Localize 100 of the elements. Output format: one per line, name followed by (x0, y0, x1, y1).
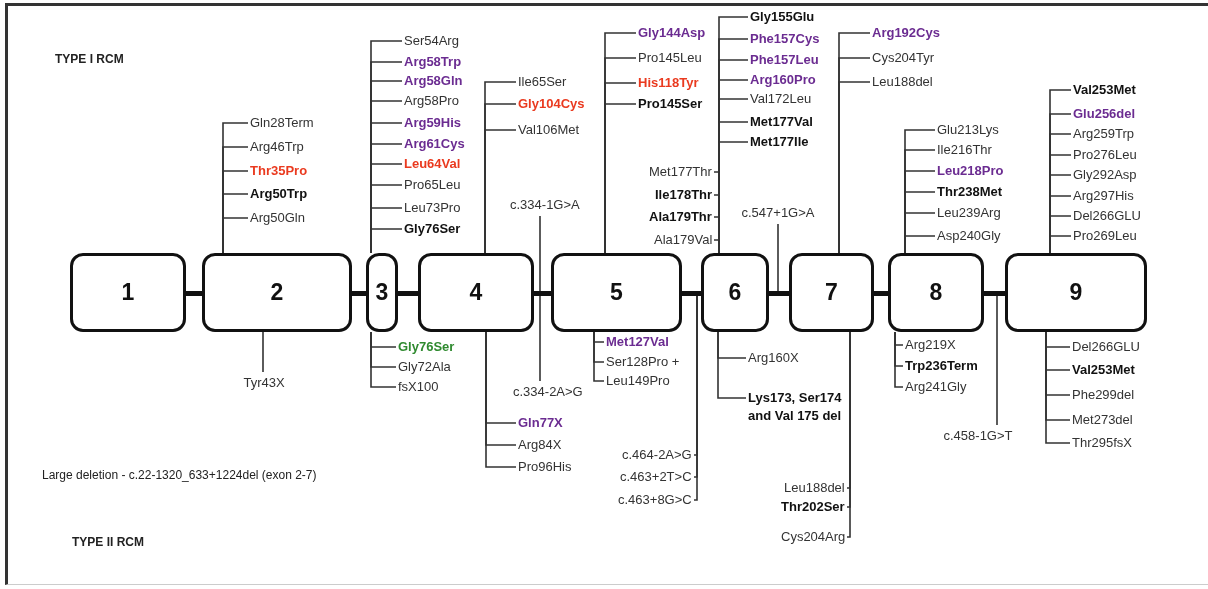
leader-line (1049, 235, 1072, 254)
mutation-label: Met127Val (606, 333, 669, 351)
mutation-label: Pro145Leu (638, 49, 702, 67)
mutation-label: Ile216Thr (937, 141, 992, 159)
mutation-label: Arg84X (518, 436, 562, 454)
mutation-label: c.463+8G>C (618, 491, 692, 509)
mutation-label: Met273del (1072, 411, 1133, 429)
mutation-label: Ile65Ser (518, 73, 567, 91)
mutation-label: c.334-2A>G (513, 383, 583, 401)
mutation-label: Thr35Pro (250, 162, 308, 180)
mutation-label: Phe157Cys (750, 30, 820, 48)
mutation-label: Del266GLU (1073, 207, 1141, 225)
leader-line (262, 331, 264, 373)
mutation-label: Leu64Val (404, 155, 461, 173)
intron-bar (874, 291, 888, 296)
exon-box: 3 (366, 253, 398, 332)
mutation-label: Leu73Pro (404, 199, 461, 217)
mutation-label: Arg259Trp (1073, 125, 1134, 143)
intron-bar (534, 291, 551, 296)
mutation-label: Leu218Pro (937, 162, 1004, 180)
mutation-label: Arg50Trp (250, 185, 308, 203)
leader-line (1045, 331, 1071, 444)
mutation-label: Arg58Pro (404, 92, 459, 110)
leader-line (593, 331, 605, 382)
mutation-label: Ile178Thr (655, 186, 713, 204)
exon-box: 5 (551, 253, 682, 332)
mutation-label: Gly292Asp (1073, 166, 1137, 184)
mutation-label: Phe157Leu (750, 51, 819, 69)
leader-line (222, 217, 249, 254)
intron-bar (984, 291, 1005, 296)
mutation-label: Phe299del (1072, 386, 1135, 404)
mutation-label: Arg58Gln (404, 72, 463, 90)
leader-line (484, 129, 517, 254)
exon-box: 8 (888, 253, 984, 332)
mutation-label: Gly104Cys (518, 95, 585, 113)
mutation-label: Val253Met (1073, 81, 1136, 99)
mutation-label: Arg61Cys (404, 135, 465, 153)
leader-line (904, 235, 936, 254)
mutation-label: Met177Thr (649, 163, 712, 181)
mutation-label: Ala179Val (654, 231, 713, 249)
mutation-label: Del266GLU (1072, 338, 1140, 356)
mutation-label: Ser54Arg (404, 32, 459, 50)
intron-bar (682, 291, 701, 296)
mutation-label: Tyr43X (243, 374, 285, 392)
mutation-label: Met177Val (750, 113, 813, 131)
mutation-label: Gly72Ala (398, 358, 451, 376)
leader-line (894, 331, 904, 388)
leader-line (485, 331, 517, 468)
leader-line (539, 215, 541, 292)
mutation-label: Ala179Thr (649, 208, 712, 226)
mutation-label: Val253Met (1072, 361, 1135, 379)
mutation-label: Arg297His (1073, 187, 1134, 205)
mutation-label: Gln77X (518, 414, 563, 432)
mutation-label: Val172Leu (750, 90, 812, 108)
mutation-label: Met177Ile (750, 133, 809, 151)
mutation-label: Gly76Ser (398, 338, 455, 356)
exon-box: 9 (1005, 253, 1147, 332)
section-heading: TYPE II RCM (72, 535, 144, 549)
mutation-label: Cys204Arg (781, 528, 846, 546)
mutation-label: Gln28Term (250, 114, 314, 132)
mutation-label: Pro145Ser (638, 95, 703, 113)
mutation-label: fsX100 (398, 378, 439, 396)
leader-line (717, 331, 747, 399)
mutation-label: Asp240Gly (937, 227, 1001, 245)
mutation-label: Leu188del (872, 73, 933, 91)
exon-box: 6 (701, 253, 769, 332)
mutation-label: Leu239Arg (937, 204, 1001, 222)
mutation-label: Gly155Glu (750, 8, 815, 26)
mutation-label: Arg160X (748, 349, 799, 367)
mutation-label: Glu213Lys (937, 121, 999, 139)
mutation-label: Cys204Tyr (872, 49, 935, 67)
intron-bar (186, 291, 202, 296)
exon-box: 7 (789, 253, 874, 332)
exon-box: 1 (70, 253, 186, 332)
mutation-label: Arg219X (905, 336, 956, 354)
mutation-label: Thr202Ser (781, 498, 845, 516)
mutation-label: Arg50Gln (250, 209, 305, 227)
mutation-label: Arg59His (404, 114, 462, 132)
leader-line (370, 331, 397, 388)
intron-bar (352, 291, 366, 296)
mutation-label: Trp236Term (905, 357, 978, 375)
mutation-label: Lys173, Ser174 and Val 175 del (748, 389, 843, 425)
mutation-label: Arg192Cys (872, 24, 940, 42)
mutation-label: Ser128Pro + (606, 353, 680, 371)
intron-bar (769, 291, 789, 296)
mutation-label: Leu149Pro (606, 372, 670, 390)
exon-box: 4 (418, 253, 534, 332)
mutation-label: Arg46Trp (250, 138, 304, 156)
mutation-label: Gly144Asp (638, 24, 706, 42)
mutation-label: Pro269Leu (1073, 227, 1137, 245)
mutation-label: His118Tyr (638, 74, 699, 92)
mutation-label: Arg241Gly (905, 378, 967, 396)
exon-box: 2 (202, 253, 352, 332)
leader-line (539, 295, 541, 382)
leader-line (713, 239, 720, 254)
mutation-label: Pro276Leu (1073, 146, 1137, 164)
mutation-label: Val106Met (518, 121, 580, 139)
mutation-label: c.334-1G>A (510, 196, 580, 214)
mutation-label: Pro65Leu (404, 176, 461, 194)
note: Large deletion - c.22-1320_633+1224del (exon 2-7) (42, 468, 317, 482)
